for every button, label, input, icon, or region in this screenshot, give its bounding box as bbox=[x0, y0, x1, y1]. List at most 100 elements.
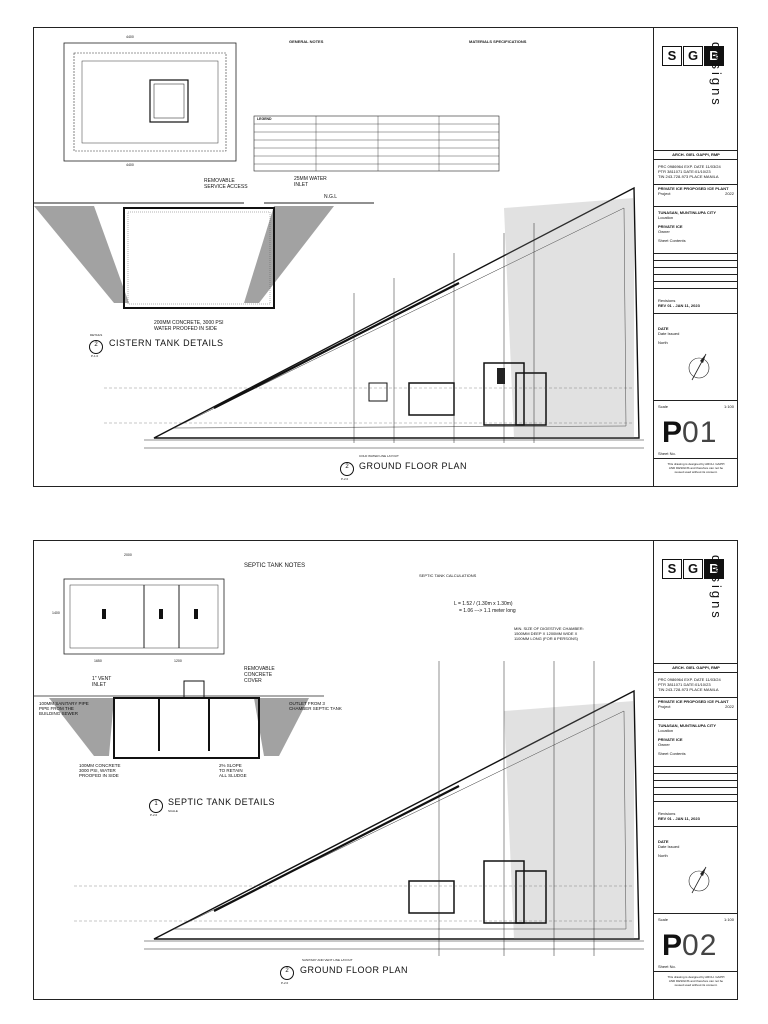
scale-label-2: Scale 1:100 bbox=[658, 917, 734, 922]
owner-label-2: Owner bbox=[658, 742, 670, 747]
septic-dim-left: 1400 bbox=[52, 611, 60, 615]
ptr-date-2: DATE:01/10/23 bbox=[683, 682, 711, 687]
calc-result: = 1.06 ---> 1.1 meter long bbox=[459, 608, 516, 614]
ptr-date: DATE:01/10/23 bbox=[683, 169, 711, 174]
plan-callout-num: 2 bbox=[345, 464, 349, 470]
page-number-2: P02 bbox=[662, 931, 717, 961]
tin-line-2: TIN 243-728-973 PLACE MANILA bbox=[658, 687, 734, 692]
scale-value-2: 1:100 bbox=[723, 917, 734, 922]
page-number: P01 bbox=[662, 418, 717, 448]
sanitary-pipe-label: 100MM SANITARY PIPE PIPE FROM THE BUILDI… bbox=[39, 701, 89, 716]
location-value: TUNASAN, MUNTINLUPA CITY bbox=[658, 210, 716, 215]
legend-heading: LEGEND bbox=[257, 117, 272, 121]
exp-date-2: EXP. DATE 11/03/24 bbox=[684, 677, 721, 682]
place-2: PLACE MANILA bbox=[689, 687, 719, 692]
date-issued-label: Date Issued bbox=[658, 331, 680, 336]
exp-date: EXP. DATE 11/03/24 bbox=[684, 164, 721, 169]
plan-callout: 2 bbox=[340, 462, 354, 476]
ptr-number: PTR 3811071 bbox=[658, 169, 683, 174]
removable-cover-label: REMOVABLE CONCRETE COVER bbox=[244, 666, 275, 684]
date-value: DATE bbox=[658, 326, 669, 331]
page-digits: 01 bbox=[682, 416, 718, 449]
scale-label: Scale 1:100 bbox=[658, 404, 734, 409]
sheet-no-label-2: Sheet No. bbox=[658, 964, 676, 969]
north-label: North bbox=[658, 340, 668, 345]
septic-tank-title: SEPTIC TANK DETAILS bbox=[168, 797, 276, 807]
plan-callout-2: 2 bbox=[280, 966, 294, 980]
sheet2-drawing bbox=[34, 578, 644, 956]
calc-formula: L = 1.52 / (1.30m x 1.30m) bbox=[454, 601, 513, 607]
scale-value: 1:100 bbox=[723, 404, 734, 409]
project-year: 2022 bbox=[725, 191, 734, 196]
page-digits-2: 02 bbox=[682, 929, 718, 962]
project-year-2: 2022 bbox=[725, 704, 734, 709]
general-notes-heading: GENERAL NOTES bbox=[289, 39, 324, 44]
materials-specs: MATERIALS SPECIFICATIONS bbox=[469, 39, 527, 44]
septic-scale-small: SCALE bbox=[168, 809, 178, 813]
detail-ref: P-1.0 bbox=[91, 354, 99, 358]
ground-floor-title-2: GROUND FLOOR PLAN bbox=[300, 965, 409, 975]
sheet1-drawing bbox=[34, 42, 644, 449]
owner-value-2: PRIVATE ICE bbox=[658, 737, 683, 742]
page-letter: P bbox=[662, 416, 683, 449]
septic-dim-bot-2: 1200 bbox=[174, 659, 182, 663]
north-arrow-icon-2 bbox=[688, 866, 710, 894]
logo-letter-b: B bbox=[704, 46, 724, 66]
plan-sub-label-2: SANITARY AND VENT LINE LAYOUT bbox=[302, 958, 353, 962]
dim-top: 4400 bbox=[126, 35, 134, 39]
plan-callout-num-2: 2 bbox=[285, 968, 289, 974]
detail-callout: 2 bbox=[89, 340, 103, 354]
architect-name-2: ARCH. GIEL GAPPI, RMP bbox=[672, 665, 720, 670]
outlet-label: OUTLET FROM 3 CHAMBER SEPTIC TANK bbox=[289, 701, 342, 711]
owner-value: PRIVATE ICE bbox=[658, 224, 683, 229]
cistern-tank-title: CISTERN TANK DETAILS bbox=[109, 338, 224, 348]
project-label-text: Project bbox=[658, 191, 671, 196]
sheet-no-label: Sheet No. bbox=[658, 451, 676, 456]
dim-bottom: 4400 bbox=[126, 163, 134, 167]
materials-specs-heading: MATERIALS SPECIFICATIONS bbox=[469, 39, 527, 44]
plan-sub-label: COLD WATER LINE LAYOUT bbox=[359, 454, 399, 458]
revision-value: REV 01 - JAN 11, 2023 bbox=[658, 303, 700, 308]
scale-text-2: Scale bbox=[658, 917, 669, 922]
septic-calc-heading: SEPTIC TANK CALCULATIONS bbox=[419, 573, 477, 578]
revisions-label: Revisions bbox=[658, 298, 676, 303]
tin-line: TIN 243-728-973 PLACE MANILA bbox=[658, 174, 734, 179]
north-label-2: North bbox=[658, 853, 668, 858]
logo-letter-g-2: G bbox=[683, 559, 703, 579]
prc-number: PRC 0986964 bbox=[658, 164, 684, 169]
page-letter-2: P bbox=[662, 929, 683, 962]
logo-letter-b-2: B bbox=[704, 559, 724, 579]
drawing-sheet-1: GENERAL NOTES MATERIALS SPECIFICATIONS L… bbox=[33, 27, 738, 487]
location-label: Location bbox=[658, 215, 674, 220]
ground-floor-title: GROUND FLOOR PLAN bbox=[359, 461, 468, 471]
vent-inlet-label: 1" VENT INLET bbox=[92, 676, 112, 688]
concrete-label-2: 100MM CONCRETE 3000 PSI, WATER PROOFED I… bbox=[79, 763, 121, 778]
septic-callout-num: 1 bbox=[154, 801, 158, 807]
logo-letter-g: G bbox=[683, 46, 703, 66]
slope-label: 2% SLOPE TO RETAIN ALL SLUDGE bbox=[219, 763, 247, 778]
sheet-contents-label: Sheet Contents bbox=[658, 238, 686, 243]
project-name-2: PRIVATE ICE PROPOSED ICE PLANT bbox=[658, 699, 729, 704]
ptr-line-2: PTR 3811071 DATE:01/10/23 bbox=[658, 682, 734, 687]
logo-letter-s: S bbox=[662, 46, 682, 66]
project-label: Project 2022 bbox=[658, 191, 734, 196]
tin-number: TIN 243-728-973 bbox=[658, 174, 689, 179]
plan-ref-2: P-2.0 bbox=[281, 981, 289, 985]
detail-callout-num: 2 bbox=[94, 342, 98, 348]
architect-name: ARCH. GIEL GAPPI, RMP bbox=[672, 152, 720, 157]
septic-ref: P-2.0 bbox=[150, 813, 158, 817]
copyright-note-2: This drawing is designed by ARCH. GAPPI … bbox=[667, 975, 725, 987]
drawing-sheet-2: 2000 1400 1650 1200 SEPTIC TANK NOTES SE… bbox=[33, 540, 738, 1000]
ngl-label: N.G.L bbox=[324, 194, 338, 200]
prc-number-2: PRC 0986964 bbox=[658, 677, 684, 682]
project-label-text-2: Project bbox=[658, 704, 671, 709]
scale-text: Scale bbox=[658, 404, 669, 409]
location-label-2: Location bbox=[658, 728, 674, 733]
general-notes: GENERAL NOTES bbox=[289, 39, 324, 44]
project-label-2: Project 2022 bbox=[658, 704, 734, 709]
logo-letter-s-2: S bbox=[662, 559, 682, 579]
north-arrow-icon bbox=[688, 353, 710, 381]
owner-label: Owner bbox=[658, 229, 670, 234]
